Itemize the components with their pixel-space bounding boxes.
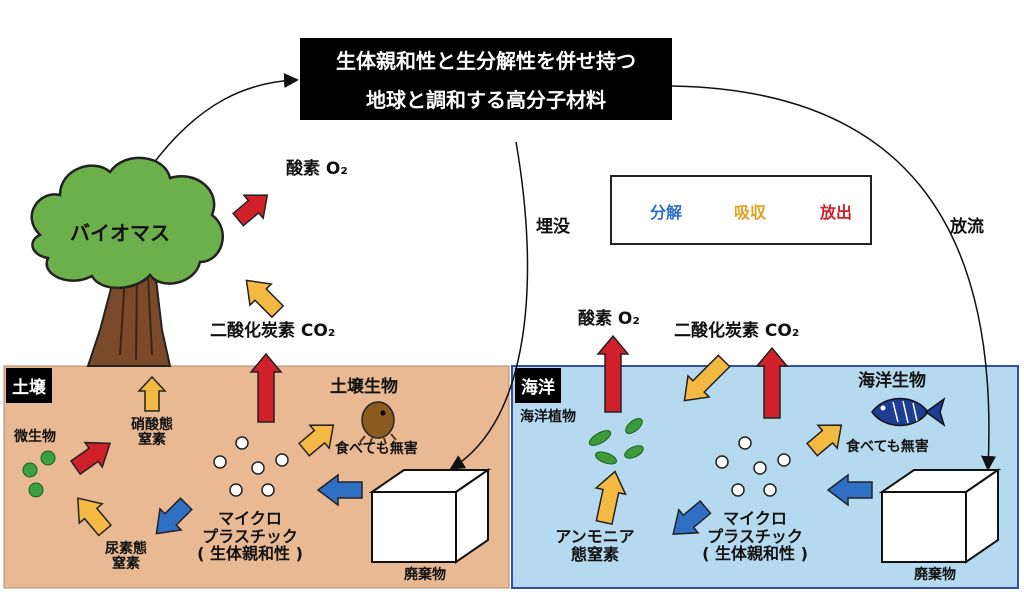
microbe-nitrate-arrow <box>69 441 112 476</box>
legend: 分解 吸収 放出 <box>610 175 872 245</box>
soil-waste-label: 廃棄物 <box>404 567 446 583</box>
ocean-microplastic-label: マイクロ プラスチック ( 生体親和性 ) <box>680 510 830 563</box>
co2-absorb-arrow <box>245 279 285 319</box>
ocean-harmless-label: 食べても無害 <box>846 439 929 455</box>
ammonia-line-2: 態窒素 <box>570 544 619 564</box>
urea-label: 尿素態 窒素 <box>96 541 156 573</box>
biomass-label: バイオマス <box>70 221 170 245</box>
ocean-co2-absorb-arrow <box>683 354 731 402</box>
nitrate-to-tree-arrow <box>137 375 167 412</box>
ammonia-label: アンモニア 態窒素 <box>540 528 650 563</box>
ammonia-plant-arrow <box>594 470 627 525</box>
co2-left-label: 二酸化炭素 CO₂ <box>210 321 336 341</box>
ammonia-line-1: アンモニア <box>555 527 635 546</box>
biomass-oxygen-arrow <box>232 194 269 227</box>
biomass-to-title-curve <box>149 73 299 169</box>
release-curve <box>671 85 997 471</box>
nitrate-label: 硝酸態 窒素 <box>122 417 182 449</box>
legend-label-release: 放出 <box>820 203 853 222</box>
title-line-2: 地球と調和する高分子材料 <box>366 88 606 112</box>
legend-label-absorb: 吸収 <box>734 203 767 222</box>
soil-co2-release-arrow <box>249 352 283 423</box>
urea-microbe-arrow <box>77 497 113 537</box>
nitrate-line-1: 硝酸態 <box>131 417 173 433</box>
ocean-tag: 海洋 <box>515 368 561 403</box>
ocean-co2-release-arrow <box>755 346 789 419</box>
soil-microplastic-label: マイクロ プラスチック ( 生体親和性 ) <box>175 510 325 563</box>
ocean-waste-cube <box>878 468 1002 564</box>
soil-creature-icon <box>359 401 397 445</box>
burial-curve <box>449 141 529 470</box>
microbe-cells <box>22 450 56 498</box>
ocean-organism-label: 海洋生物 <box>858 371 926 391</box>
microbe-label: 微生物 <box>14 429 56 445</box>
ocean-micro-line-3: ( 生体親和性 ) <box>702 544 808 564</box>
urea-line-1: 尿素態 <box>105 541 147 557</box>
soil-waste-degrade-arrow <box>316 473 363 507</box>
soil-micro-line-2: プラスチック <box>202 526 298 546</box>
soil-harmless-label: 食べても無害 <box>335 441 418 457</box>
release-label: 放流 <box>950 217 984 237</box>
ocean-plant-label: 海洋植物 <box>520 409 576 425</box>
soil-organism-label: 土壌生物 <box>330 377 398 397</box>
burial-label: 埋没 <box>536 217 570 237</box>
soil-waste-cube <box>368 468 492 564</box>
soil-microplastic-dots <box>213 436 289 497</box>
ocean-oxygen-label: 酸素 O₂ <box>578 309 640 329</box>
tree-crown <box>30 156 224 290</box>
micro-urea-arrow <box>155 497 193 535</box>
ocean-micro-line-2: プラスチック <box>707 526 803 546</box>
ocean-oxygen-arrow <box>596 334 630 413</box>
ocean-waste-degrade-arrow <box>826 473 873 507</box>
title-line-1: 生体親和性と生分解性を併せ持つ <box>336 49 636 73</box>
soil-micro-line-1: マイクロ <box>218 509 282 528</box>
urea-line-2: 窒素 <box>112 556 140 573</box>
soil-tag: 土壌 <box>6 368 52 403</box>
ocean-organism-arrow <box>806 424 843 457</box>
ocean-micro-line-1: マイクロ <box>723 509 787 528</box>
seaweed-leaves-icon <box>588 418 644 465</box>
ocean-micro-ammonia-arrow <box>672 499 712 535</box>
oxygen-top-label: 酸素 O₂ <box>286 159 348 179</box>
fish-icon <box>871 397 946 427</box>
title-box: 生体親和性と生分解性を併せ持つ 地球と調和する高分子材料 <box>300 38 672 120</box>
ocean-waste-label: 廃棄物 <box>914 567 956 583</box>
nitrate-line-2: 窒素 <box>138 432 166 449</box>
soil-organism-arrow <box>298 424 335 457</box>
ocean-co2-label: 二酸化炭素 CO₂ <box>674 321 800 341</box>
ocean-microplastic-dots <box>715 436 791 497</box>
soil-micro-line-3: ( 生体親和性 ) <box>197 544 303 564</box>
legend-label-decompose: 分解 <box>650 203 683 222</box>
